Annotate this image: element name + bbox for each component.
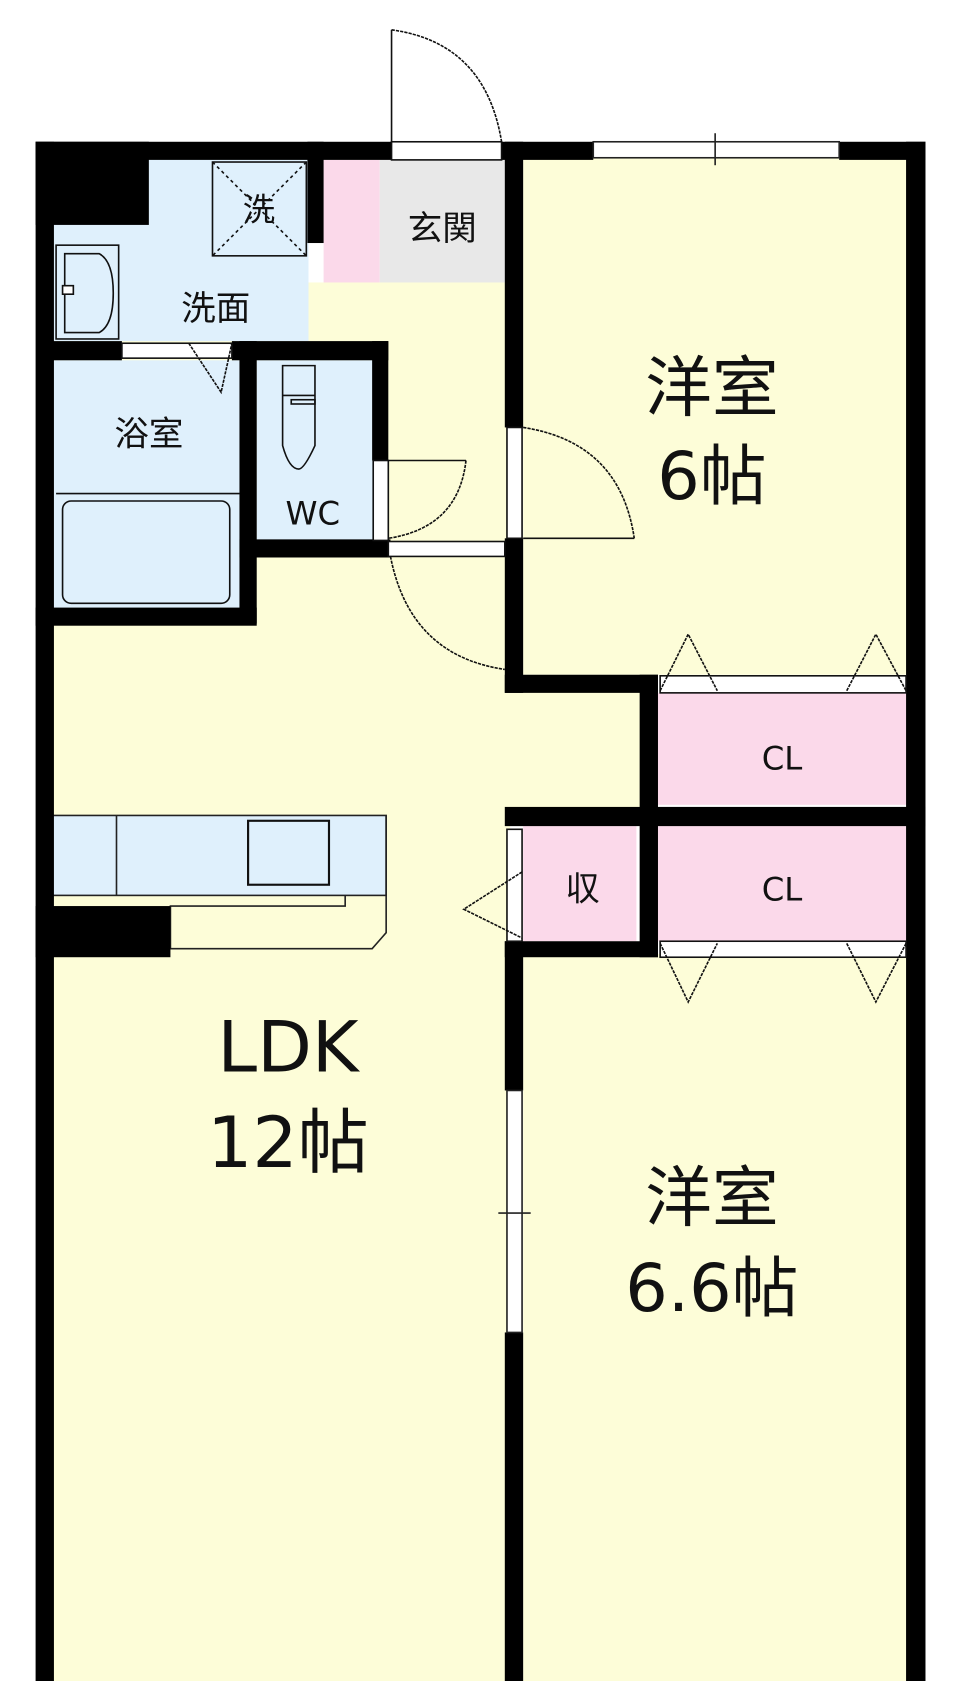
interior-sliding-door xyxy=(506,1089,523,1334)
western-room-2-floor xyxy=(523,954,907,1681)
sink-basin xyxy=(63,252,115,334)
walls xyxy=(35,141,926,1681)
closet-lower-floor xyxy=(657,826,907,942)
fixtures xyxy=(55,161,316,605)
bathtub xyxy=(61,500,231,605)
label-western-room-2-name: 洋室 xyxy=(645,1159,779,1237)
label-western-room-1-name: 洋室 xyxy=(645,349,779,427)
label-entrance: 玄関 xyxy=(408,209,477,249)
label-western-room-1-size: 6帖 xyxy=(657,437,766,515)
kitchen-counter xyxy=(50,814,387,897)
room-fills xyxy=(50,157,907,1681)
entrance-step xyxy=(323,159,380,283)
label-bathroom: 浴室 xyxy=(114,415,183,455)
doors xyxy=(121,29,907,1004)
kitchen-sink xyxy=(247,819,331,886)
ldk-extension-floor xyxy=(506,687,648,811)
closet-upper-floor xyxy=(657,692,907,805)
label-storage: 収 xyxy=(565,870,600,910)
bathroom-floor xyxy=(51,360,241,611)
label-ldk-size: 12帖 xyxy=(207,1102,369,1185)
label-western-room-2-size: 6.6帖 xyxy=(625,1249,798,1327)
label-washroom: 洗面 xyxy=(181,289,250,329)
entrance-floor xyxy=(379,159,505,283)
western-room-1-floor xyxy=(523,157,907,675)
window-western-1-top xyxy=(592,140,840,159)
windows xyxy=(498,133,840,1334)
label-toilet: WC xyxy=(286,495,341,533)
label-closet-upper: CL xyxy=(762,740,803,778)
room-labels: 洗 洗面 玄関 浴室 WC 洋室 6帖 CL CL 収 LDK 12帖 洋室 6… xyxy=(114,191,802,1327)
storage-floor xyxy=(523,826,637,942)
label-closet-lower: CL xyxy=(762,871,803,909)
toilet-bowl xyxy=(281,364,316,470)
label-washer: 洗 xyxy=(243,191,275,229)
label-ldk-name: LDK xyxy=(217,1006,360,1089)
